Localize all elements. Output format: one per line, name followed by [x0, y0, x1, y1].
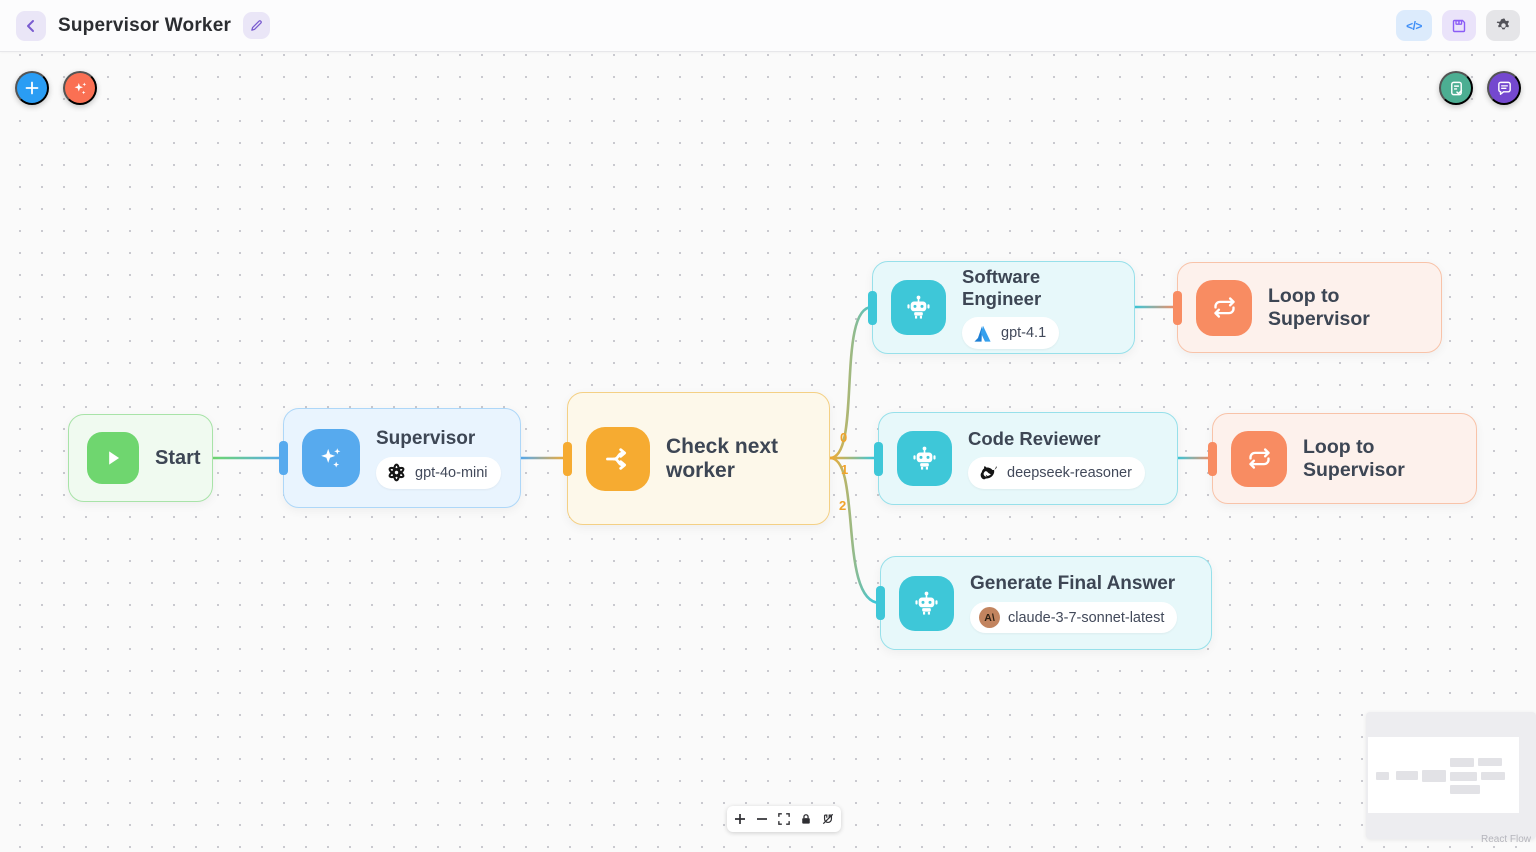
page-title: Supervisor Worker — [58, 14, 232, 36]
anthropic-logo-icon: A\ — [979, 607, 1000, 628]
robot-icon — [897, 431, 952, 486]
back-button[interactable] — [16, 10, 46, 41]
run-report-button[interactable] — [1439, 71, 1473, 105]
node-supervisor[interactable]: Supervisor gpt-4o-mini — [279, 408, 521, 508]
plus-icon — [25, 81, 39, 95]
model-pill[interactable]: A\ claude-3-7-sonnet-latest — [970, 602, 1178, 633]
node-title: Loop to Supervisor — [1303, 435, 1405, 481]
play-icon — [87, 432, 139, 484]
edge-label-1: 1 — [841, 462, 849, 477]
node-title: Code Reviewer — [968, 428, 1101, 449]
model-name: deepseek-reasoner — [1007, 465, 1132, 481]
minimap-node-generate-final — [1450, 785, 1480, 794]
view-code-button[interactable]: </> — [1396, 10, 1432, 41]
document-check-icon — [1450, 81, 1462, 95]
minimap-node-code-reviewer — [1450, 772, 1477, 781]
target-handle[interactable] — [563, 441, 572, 476]
target-handle[interactable] — [876, 586, 885, 620]
minimap[interactable] — [1366, 712, 1536, 839]
edge-label-0: 0 — [840, 430, 848, 445]
edge-check-software-engineer[interactable] — [829, 305, 873, 460]
fit-view-button[interactable] — [773, 808, 795, 830]
fit-view-icon — [778, 813, 790, 825]
zoom-in-button[interactable] — [729, 808, 751, 830]
pencil-icon — [251, 20, 262, 31]
target-handle[interactable] — [868, 290, 877, 325]
model-name: gpt-4o-mini — [415, 464, 488, 481]
model-pill[interactable]: gpt-4.1 — [962, 317, 1060, 349]
chevron-left-icon — [27, 19, 34, 32]
node-check-next-worker[interactable]: Check next worker — [563, 392, 830, 525]
node-title: Generate Final Answer — [970, 573, 1176, 594]
node-title: Supervisor — [376, 427, 476, 449]
sparkles-icon — [74, 82, 86, 94]
node-code-reviewer[interactable]: Code Reviewer deepseek-reasoner — [874, 412, 1178, 505]
edge-label-2: 2 — [839, 498, 847, 513]
model-pill[interactable]: deepseek-reasoner — [968, 457, 1145, 489]
edges-layer — [213, 305, 1212, 605]
gear-icon — [1496, 18, 1509, 30]
model-pill[interactable]: gpt-4o-mini — [376, 456, 501, 489]
model-name: gpt-4.1 — [1001, 325, 1047, 341]
sparkles-icon — [302, 429, 360, 487]
robot-icon — [899, 575, 954, 631]
ai-assistant-button[interactable] — [63, 71, 97, 105]
top-bar: Supervisor Worker </> — [0, 0, 1536, 52]
deepseek-logo-icon — [977, 462, 999, 484]
node-title: Software Engineer — [962, 266, 1042, 309]
react-flow-attribution: React Flow — [1480, 834, 1531, 845]
minimap-node-software-engineer — [1450, 758, 1474, 767]
node-title: Loop to Supervisor — [1268, 284, 1370, 330]
settings-button[interactable] — [1486, 10, 1520, 41]
lock-icon — [802, 814, 810, 824]
node-loop-to-supervisor-2[interactable]: Loop to Supervisor — [1208, 413, 1477, 504]
node-title: Start — [155, 446, 201, 469]
plus-icon — [735, 814, 745, 824]
robot-icon — [891, 280, 946, 335]
add-node-button[interactable] — [15, 71, 49, 105]
minimap-node-start — [1376, 772, 1389, 780]
minimap-node-loop-1 — [1478, 758, 1502, 766]
edit-title-button[interactable] — [243, 12, 271, 39]
zoom-out-button[interactable] — [751, 808, 773, 830]
node-start[interactable]: Start — [68, 414, 213, 502]
model-name: claude-3-7-sonnet-latest — [1008, 609, 1165, 626]
snap-grid-toggle-button[interactable] — [817, 808, 839, 830]
save-button[interactable] — [1442, 10, 1476, 41]
chat-bubble-icon — [1497, 81, 1511, 95]
node-loop-to-supervisor-1[interactable]: Loop to Supervisor — [1173, 262, 1442, 353]
lock-button[interactable] — [795, 808, 817, 830]
target-handle[interactable] — [874, 441, 883, 476]
target-handle[interactable] — [1173, 290, 1182, 325]
branch-icon — [586, 426, 650, 491]
minus-icon — [757, 818, 767, 820]
azure-logo-icon — [971, 322, 993, 344]
minimap-node-supervisor — [1396, 771, 1418, 780]
minimap-node-loop-2 — [1481, 772, 1505, 780]
chat-button[interactable] — [1487, 71, 1521, 105]
zoom-controls — [727, 806, 841, 832]
node-title: Check next worker — [666, 434, 779, 482]
save-icon — [1452, 19, 1466, 32]
target-handle[interactable] — [279, 441, 288, 475]
node-generate-final-answer[interactable]: Generate Final Answer A\ claude-3-7-sonn… — [876, 556, 1212, 650]
target-handle[interactable] — [1208, 441, 1217, 476]
openai-logo-icon — [385, 462, 407, 484]
code-icon: </> — [1406, 18, 1422, 33]
flow-canvas[interactable]: 0 1 2 Start — [0, 52, 1536, 852]
node-software-engineer[interactable]: Software Engineer gpt-4.1 — [868, 261, 1135, 354]
edge-check-generate-final[interactable] — [829, 456, 881, 605]
loop-icon — [1231, 430, 1287, 487]
magnet-off-icon — [822, 813, 834, 825]
minimap-node-check — [1422, 770, 1446, 782]
loop-icon — [1196, 279, 1252, 336]
